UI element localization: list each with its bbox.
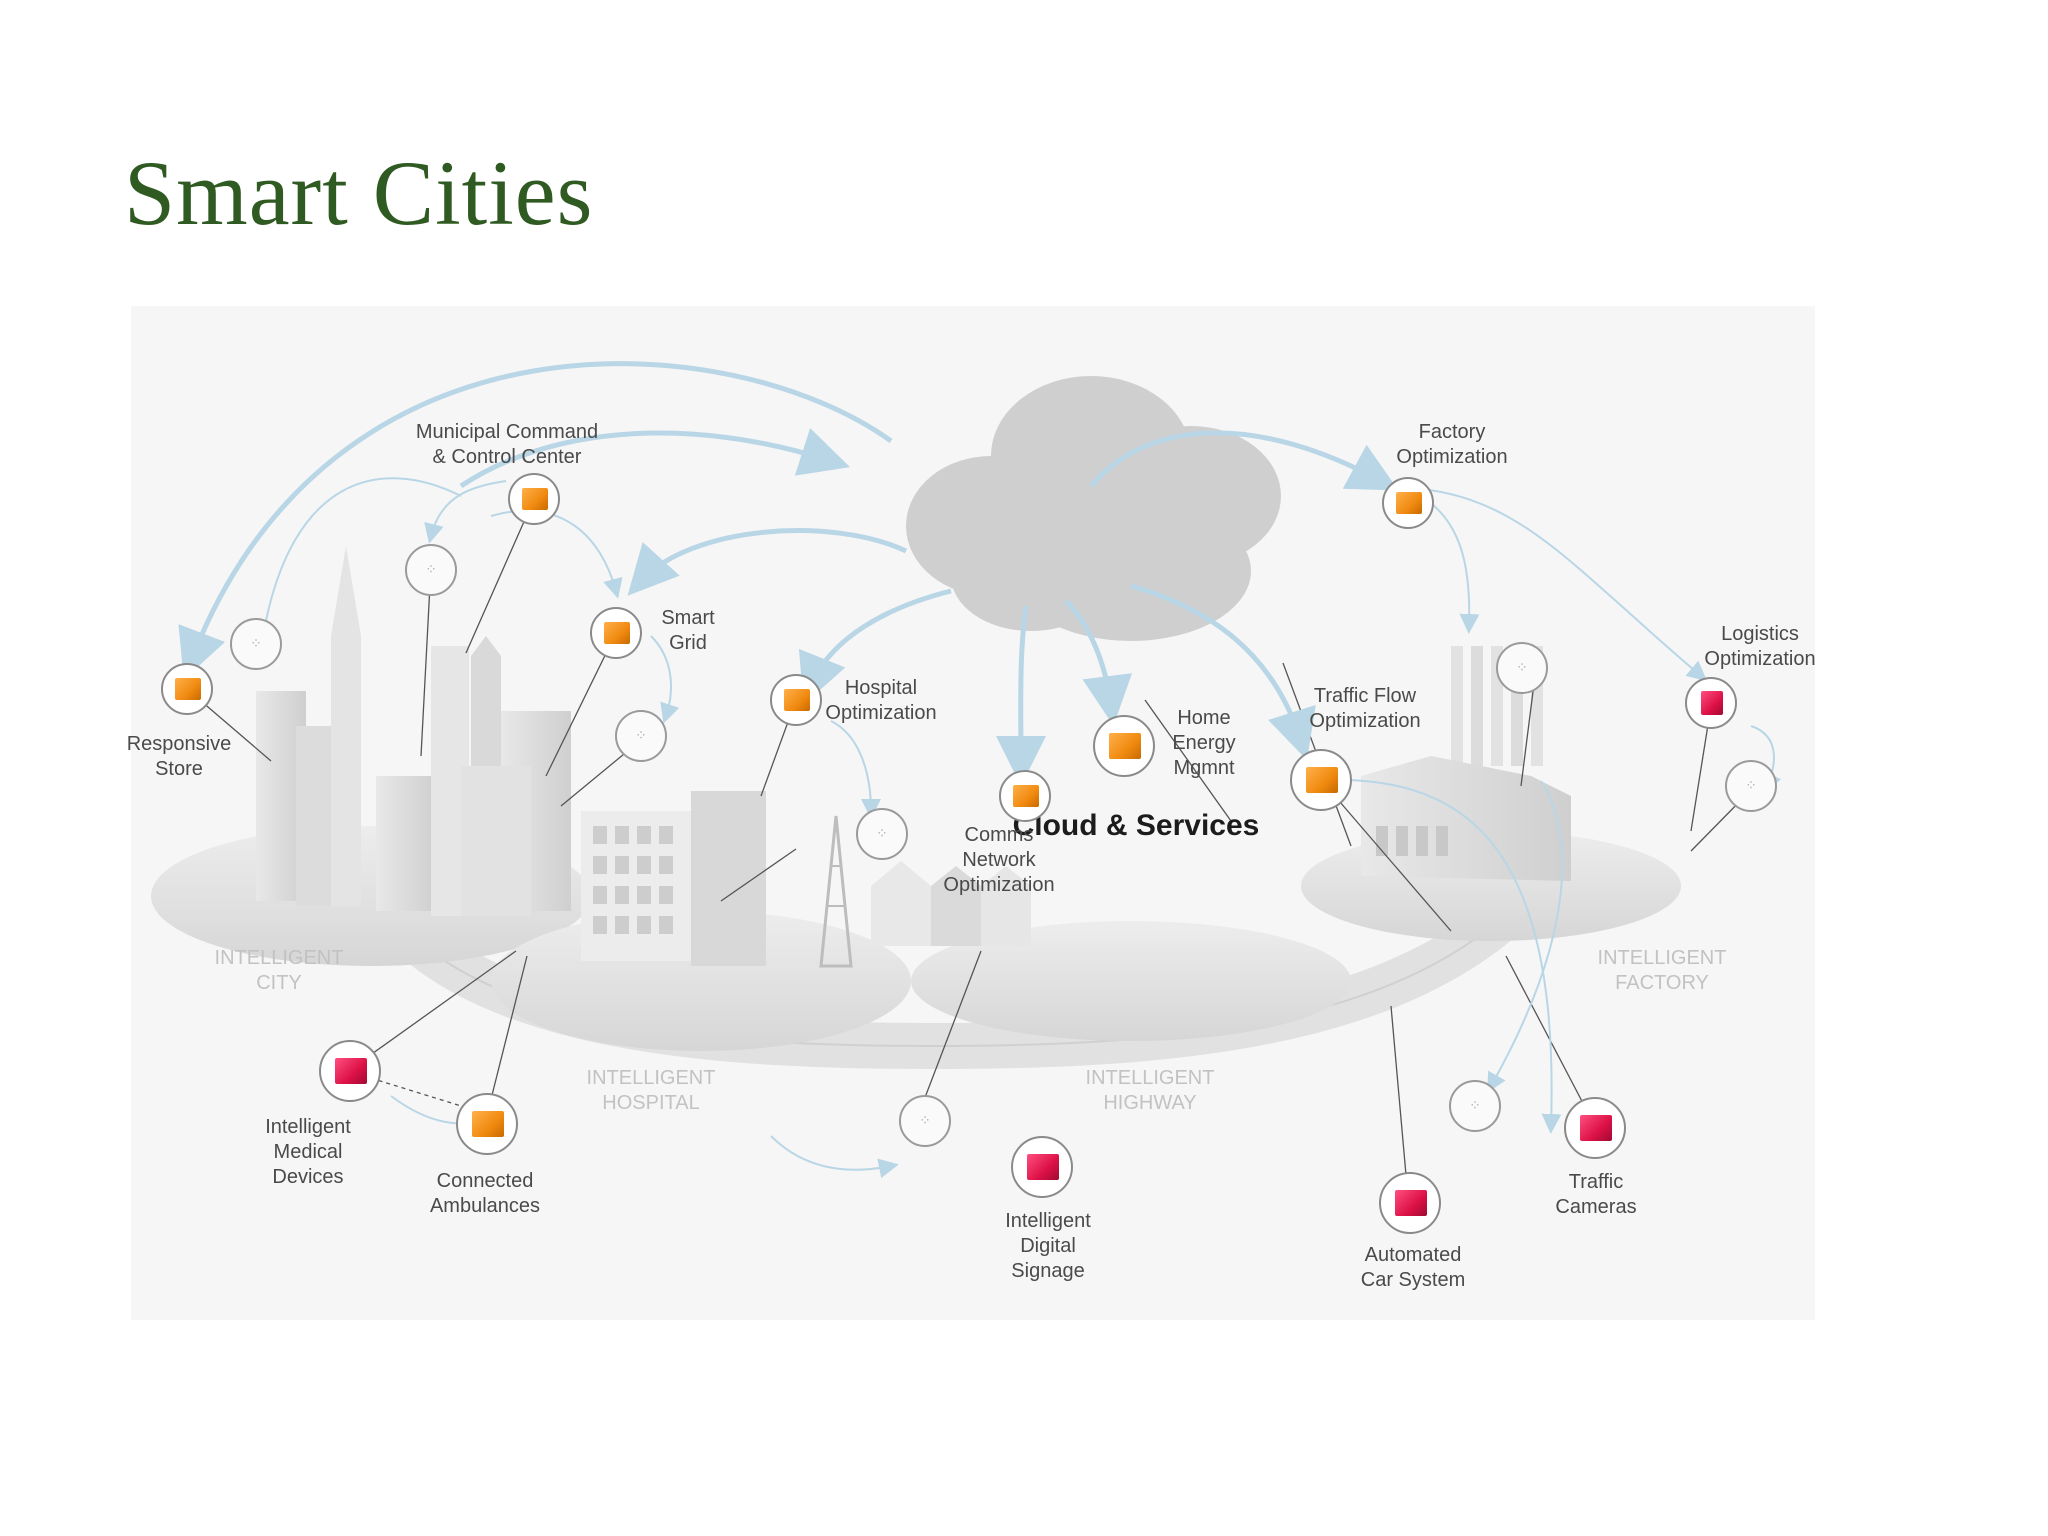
- sensor-dots-icon: ⁘: [250, 635, 262, 651]
- sensor-node[interactable]: ⁘: [1496, 642, 1548, 694]
- traffic-flow-node[interactable]: [1290, 749, 1352, 811]
- sensor-dots-icon: ⁘: [1469, 1097, 1481, 1113]
- diagram-canvas: [151, 361, 1782, 1221]
- cloud-shape: [906, 376, 1281, 641]
- city-buildings: [256, 546, 571, 916]
- sensor-node[interactable]: ⁘: [899, 1095, 951, 1147]
- sensor-dots-icon: ⁘: [1745, 777, 1757, 793]
- pink-cube-icon: [1701, 691, 1723, 715]
- hospital-optimization-node[interactable]: [770, 674, 822, 726]
- orange-cube-icon: [604, 622, 630, 644]
- smart-grid-node[interactable]: [590, 607, 642, 659]
- highway-platform: [911, 921, 1351, 1041]
- sensor-dots-icon: ⁘: [1516, 659, 1528, 675]
- sensor-node[interactable]: ⁘: [856, 808, 908, 860]
- sensor-node[interactable]: ⁘: [615, 710, 667, 762]
- pink-cube-icon: [1580, 1115, 1612, 1141]
- orange-cube-icon: [1396, 492, 1422, 514]
- pink-cube-icon: [1395, 1190, 1427, 1216]
- municipal-command-label: Municipal Command& Control Center: [415, 421, 599, 468]
- slide-title: Smart Cities: [124, 142, 594, 244]
- houses: [871, 861, 1031, 946]
- orange-cube-icon: [1013, 785, 1039, 807]
- sensor-dots-icon: ⁘: [876, 825, 888, 841]
- orange-cube-icon: [1306, 767, 1338, 793]
- home-energy-node[interactable]: [1093, 715, 1155, 777]
- orange-cube-icon: [472, 1111, 504, 1137]
- connected-ambulances-node[interactable]: [456, 1093, 518, 1155]
- sensor-node[interactable]: ⁘: [1449, 1080, 1501, 1132]
- cloud-arrows: [178, 361, 1399, 786]
- automated-car-node[interactable]: [1379, 1172, 1441, 1234]
- sensor-dots-icon: ⁘: [425, 561, 437, 577]
- sensor-node[interactable]: ⁘: [1725, 760, 1777, 812]
- traffic-cameras-node[interactable]: [1564, 1097, 1626, 1159]
- logistics-optimization-node[interactable]: [1685, 677, 1737, 729]
- responsive-store-node[interactable]: [161, 663, 213, 715]
- pink-cube-icon: [1027, 1154, 1059, 1180]
- municipal-command-node[interactable]: [508, 473, 560, 525]
- smart-city-diagram: Cloud & Services ⁘ ⁘ ⁘ ⁘ ⁘ ⁘ ⁘ ⁘ Municip…: [127, 306, 1816, 1320]
- sensor-dots-icon: ⁘: [635, 727, 647, 743]
- sensor-dots-icon: ⁘: [919, 1112, 931, 1128]
- cloud-services-label: Cloud & Services: [1012, 809, 1260, 842]
- orange-cube-icon: [175, 678, 201, 700]
- sensor-node[interactable]: ⁘: [405, 544, 457, 596]
- pink-cube-icon: [335, 1058, 367, 1084]
- orange-cube-icon: [1109, 733, 1141, 759]
- sensor-node[interactable]: ⁘: [230, 618, 282, 670]
- intelligent-medical-node[interactable]: [319, 1040, 381, 1102]
- orange-cube-icon: [784, 689, 810, 711]
- comms-tower: [819, 815, 853, 968]
- digital-signage-node[interactable]: [1011, 1136, 1073, 1198]
- comms-network-node[interactable]: [999, 770, 1051, 822]
- hospital-building: [581, 791, 766, 966]
- local-arrows: [255, 477, 1782, 1179]
- orange-cube-icon: [522, 488, 548, 510]
- factory-optimization-node[interactable]: [1382, 477, 1434, 529]
